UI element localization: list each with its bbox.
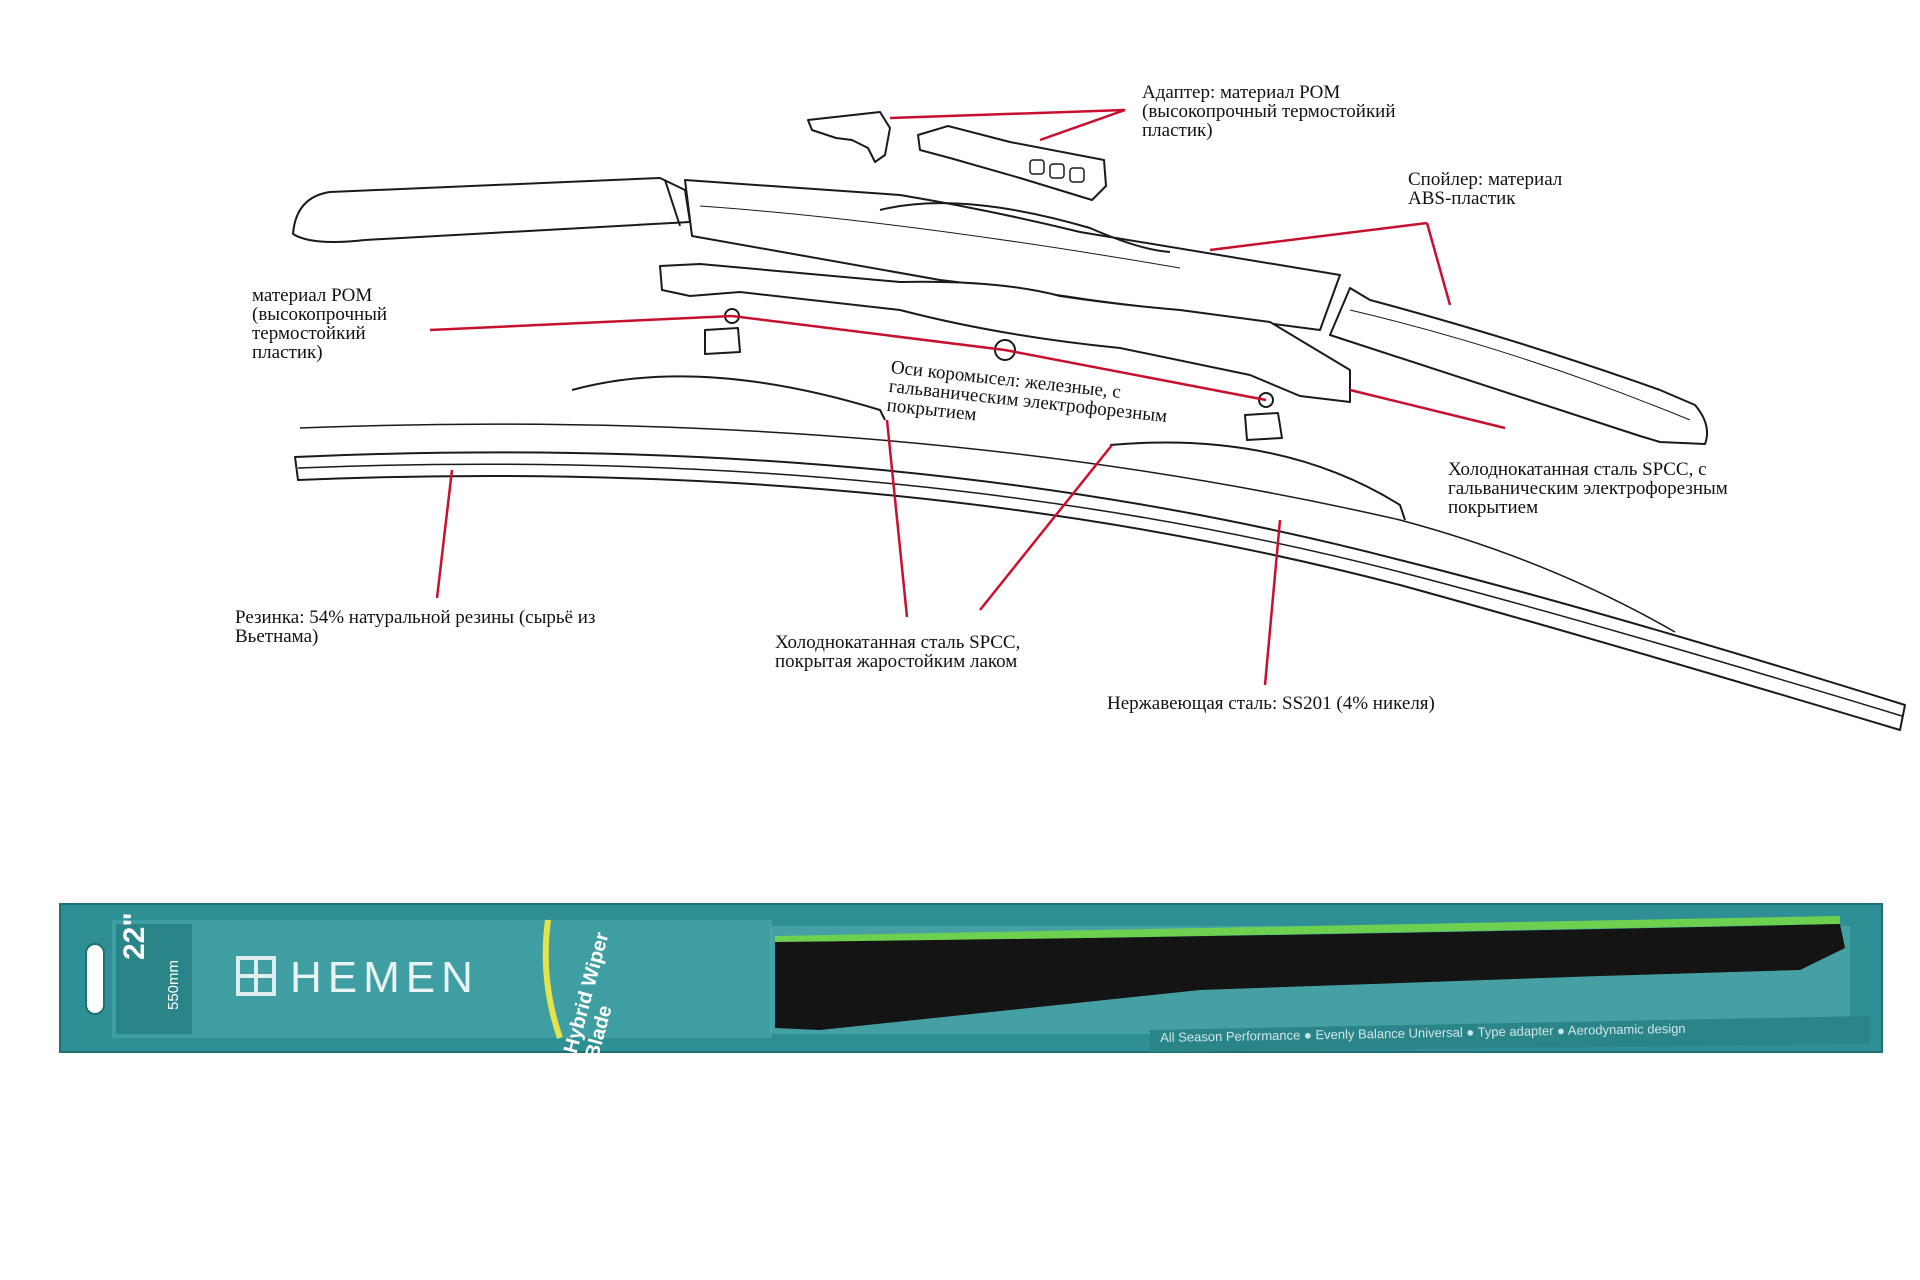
exploded-diagram — [292, 108, 1906, 731]
left-spoiler-part — [292, 177, 691, 243]
yellow-stripe — [542, 919, 563, 1039]
stainless-strip — [299, 423, 1676, 633]
hemen-logo-icon — [236, 956, 276, 996]
clip-left-part — [704, 327, 741, 355]
leader-lines — [429, 108, 1506, 686]
feature-bar — [1150, 1016, 1870, 1052]
center-spoiler-groove — [699, 205, 1181, 269]
label-stainless: Нержавеющая сталь: SS201 (4% никеля) — [1107, 693, 1435, 714]
brand-name: HEMEN — [290, 953, 479, 1002]
clip-right-part — [1244, 412, 1283, 441]
hook-hanger-icon — [85, 943, 105, 1015]
adapter-left-part — [807, 111, 891, 163]
left-spoiler-tip — [664, 179, 681, 227]
size-inch: 22" — [118, 912, 151, 960]
lever-arm-right — [1109, 441, 1406, 521]
right-spoiler-line — [1349, 309, 1691, 421]
size-mm: 550mm — [165, 959, 182, 1010]
blade-body — [775, 924, 1845, 1030]
rubber-strip — [294, 451, 1906, 731]
right-spoiler-part — [1329, 287, 1708, 445]
package-photo — [59, 903, 1883, 1053]
label-spoiler: Спойлер: материал ABS-пластик — [1408, 169, 1563, 209]
label-pom-left: материал POM (высокопрочный термостойкий… — [252, 285, 388, 363]
label-adapter: Адаптер: материал POM (высокопрочный тер… — [1142, 82, 1396, 141]
lever-arm-left — [571, 375, 886, 421]
label-spcc-bottom: Холоднокатанная сталь SPCC, покрытая жар… — [775, 632, 1021, 672]
label-rubber: Резинка: 54% натуральной резины (сырьё и… — [235, 607, 596, 647]
center-spoiler-hump — [879, 202, 1171, 253]
size-badge — [116, 924, 192, 1034]
label-spcc-right: Холоднокатанная сталь SPCC, с гальваниче… — [1448, 459, 1728, 518]
adapter-right-part — [917, 125, 1107, 201]
rubber-strip-groove — [297, 463, 1903, 717]
adapter-holes — [1029, 159, 1085, 183]
blade-green-strip — [774, 916, 1841, 944]
frame-yoke-part — [659, 263, 1351, 403]
inner-panel — [112, 920, 772, 1038]
